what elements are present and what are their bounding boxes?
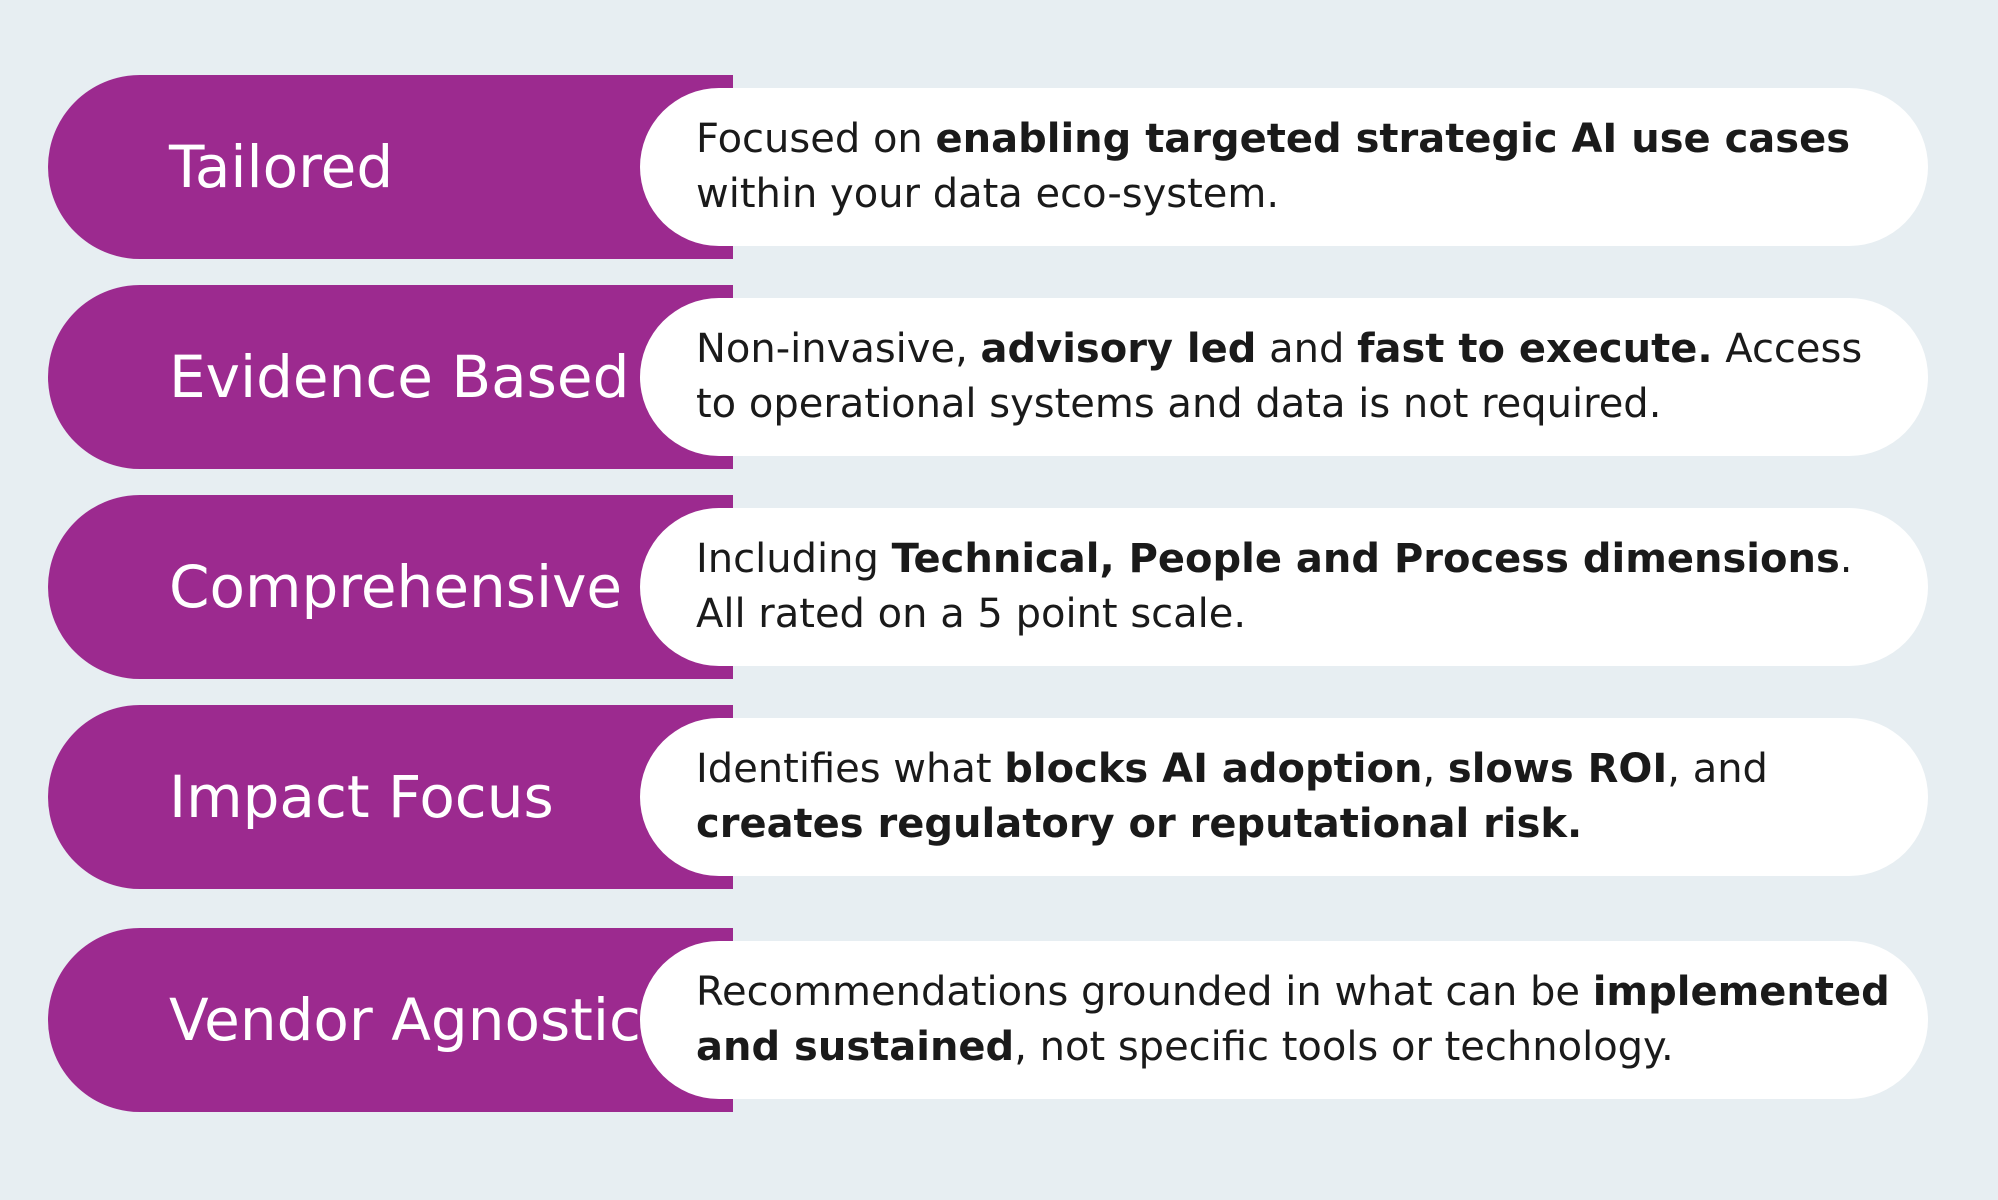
description-text: within your data eco-system. xyxy=(696,171,1280,217)
feature-row-tailored: Tailored Focused on enabling targeted st… xyxy=(48,75,1928,259)
description-emphasis: advisory led xyxy=(980,326,1257,372)
description-emphasis: fast to execute. xyxy=(1357,326,1713,372)
description-text: Including xyxy=(696,536,892,582)
feature-description-card: Including Technical, People and Process … xyxy=(640,508,1928,666)
feature-row-evidence-based: Evidence Based Non-invasive, advisory le… xyxy=(48,285,1928,469)
description-text: Non-invasive, xyxy=(696,326,981,372)
description-text: Focused on xyxy=(696,116,936,162)
description-text: , xyxy=(1422,746,1448,792)
feature-description: Identifies what blocks AI adoption, slow… xyxy=(696,742,1898,852)
feature-description: Focused on enabling targeted strategic A… xyxy=(696,112,1898,222)
feature-tab: Tailored xyxy=(48,75,733,259)
feature-tab: Vendor Agnostic xyxy=(48,928,733,1112)
description-text: Recommendations grounded in what can be xyxy=(696,969,1593,1015)
feature-row-impact-focus: Impact Focus Identifies what blocks AI a… xyxy=(48,705,1928,889)
feature-tab: Comprehensive xyxy=(48,495,733,679)
description-emphasis: enabling targeted strategic AI use cases xyxy=(935,116,1851,162)
description-text: , and xyxy=(1667,746,1768,792)
description-text: , not specific tools or technology. xyxy=(1014,1024,1674,1070)
description-text: . All rated on a 5 point scale. xyxy=(696,536,1853,637)
feature-description-card: Recommendations grounded in what can be … xyxy=(640,941,1928,1099)
description-text: Identifies what xyxy=(696,746,1005,792)
description-emphasis: blocks AI adoption xyxy=(1004,746,1423,792)
feature-tab: Evidence Based xyxy=(48,285,733,469)
feature-description-card: Identifies what blocks AI adoption, slow… xyxy=(640,718,1928,876)
feature-label: Impact Focus xyxy=(169,763,554,831)
feature-description-card: Non-invasive, advisory led and fast to e… xyxy=(640,298,1928,456)
description-emphasis: implemented and sustained xyxy=(696,969,1890,1070)
feature-label: Comprehensive xyxy=(169,553,623,621)
feature-row-comprehensive: Comprehensive Including Technical, Peopl… xyxy=(48,495,1928,679)
description-emphasis: slows ROI xyxy=(1447,746,1668,792)
feature-description: Recommendations grounded in what can be … xyxy=(696,965,1898,1075)
feature-tab: Impact Focus xyxy=(48,705,733,889)
feature-description: Including Technical, People and Process … xyxy=(696,532,1898,642)
description-emphasis: creates regulatory or reputational risk. xyxy=(696,801,1583,847)
feature-description: Non-invasive, advisory led and fast to e… xyxy=(696,322,1898,432)
feature-description-card: Focused on enabling targeted strategic A… xyxy=(640,88,1928,246)
description-emphasis: Technical, People and Process dimensions xyxy=(891,536,1840,582)
feature-row-vendor-agnostic: Vendor Agnostic Recommendations grounded… xyxy=(48,928,1928,1112)
feature-label: Vendor Agnostic xyxy=(169,986,641,1054)
description-text: and xyxy=(1256,326,1358,372)
feature-label: Evidence Based xyxy=(169,343,630,411)
description-text: Access to operational systems and data i… xyxy=(696,326,1863,427)
feature-label: Tailored xyxy=(169,133,394,201)
